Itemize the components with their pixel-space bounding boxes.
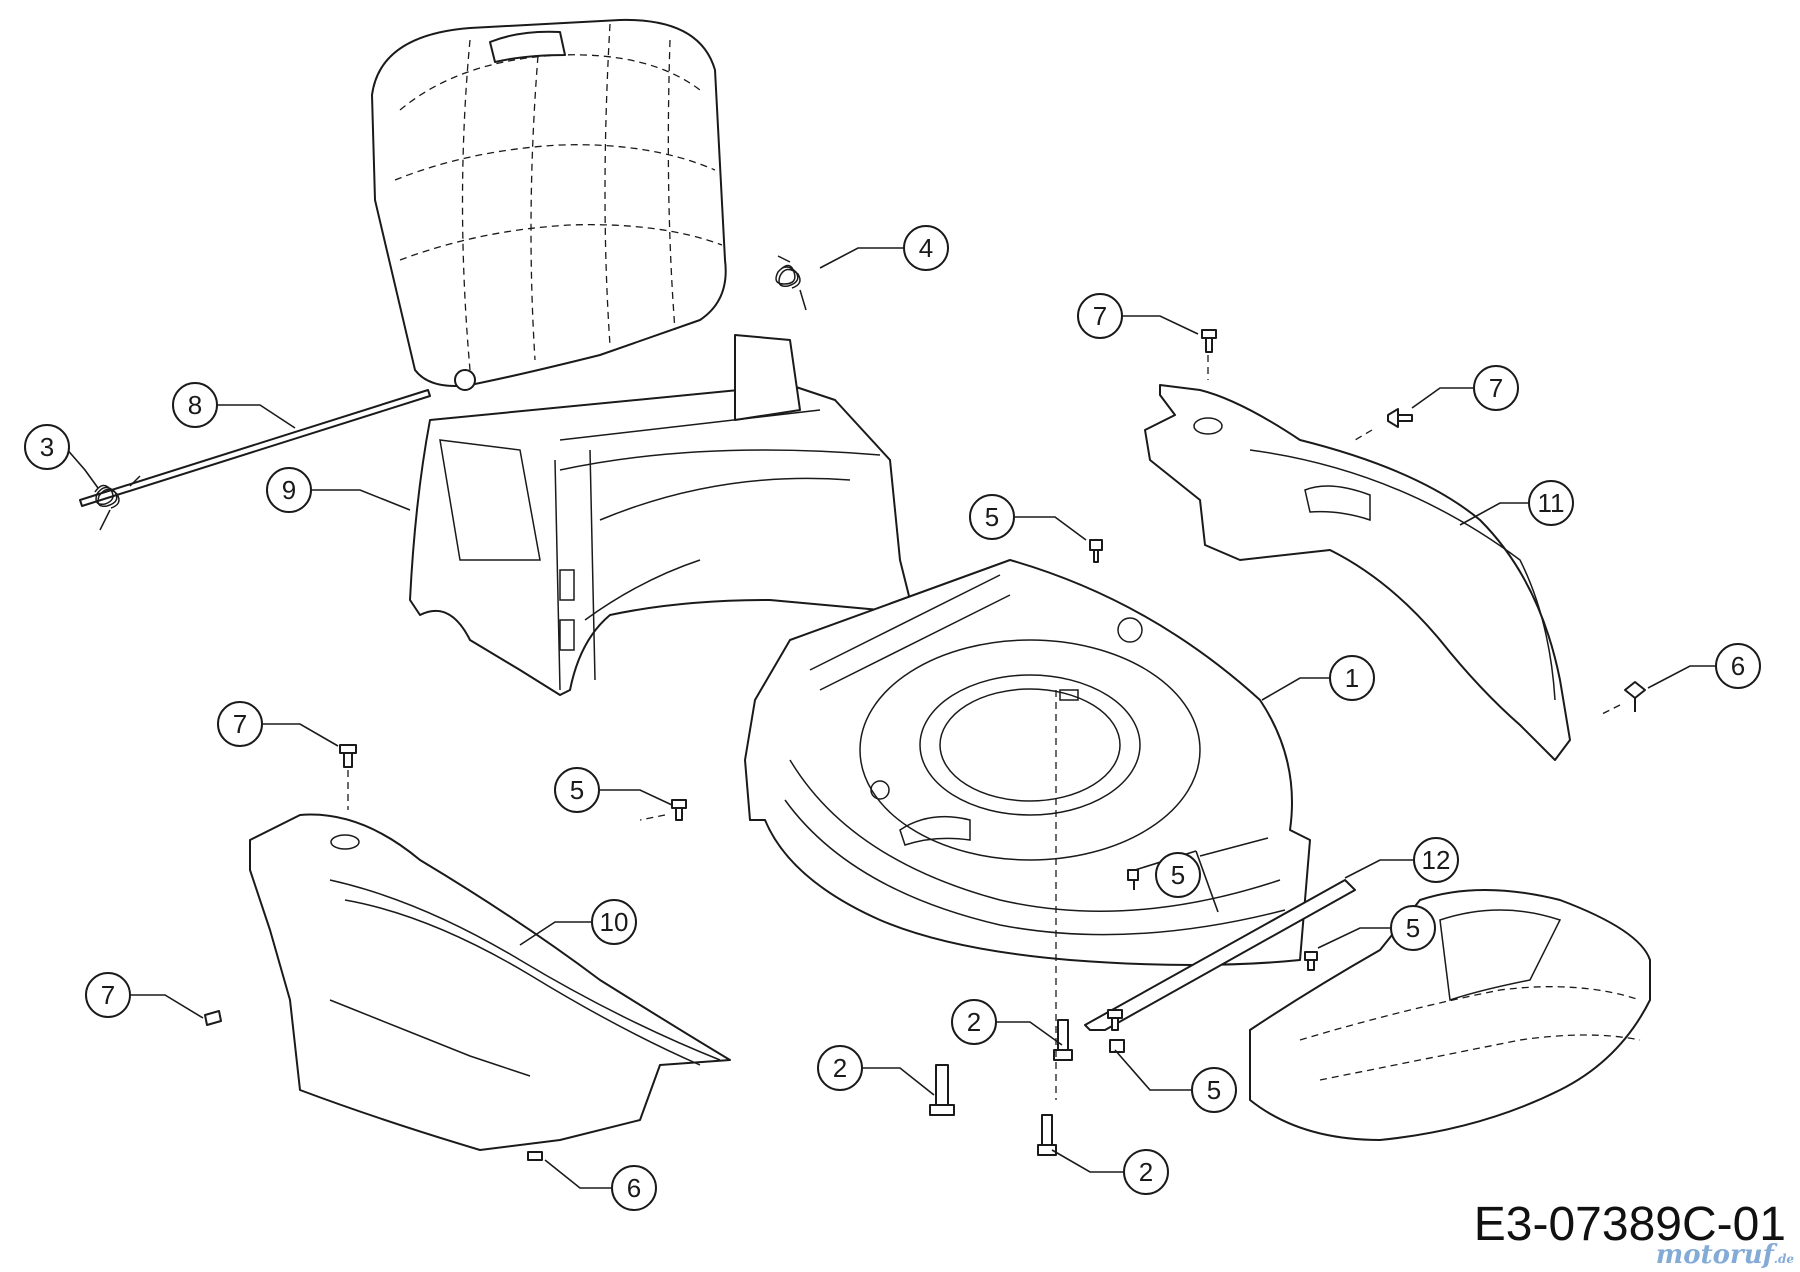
svg-text:7: 7 — [233, 709, 247, 739]
mower-deck — [744, 559, 1311, 966]
svg-text:11: 11 — [1538, 488, 1565, 518]
fasteners — [204, 329, 1646, 1161]
svg-text:12: 12 — [1422, 845, 1451, 875]
svg-text:2: 2 — [833, 1053, 847, 1083]
callout-5c: 5 — [1134, 837, 1269, 913]
callout-2b: 2 — [817, 1045, 935, 1096]
callout-6b: 6 — [544, 1159, 657, 1211]
callout-7b: 7 — [1411, 365, 1519, 411]
torsion-spring-right — [775, 255, 807, 311]
side-cover-right — [1144, 384, 1571, 761]
svg-text:4: 4 — [919, 233, 933, 263]
svg-text:6: 6 — [1731, 651, 1745, 681]
callout-10: 10 — [519, 899, 637, 946]
grass-catcher-bag — [371, 18, 727, 391]
svg-text:7: 7 — [101, 980, 115, 1010]
svg-text:5: 5 — [1406, 913, 1420, 943]
svg-text:5: 5 — [1207, 1075, 1221, 1105]
callout-7a: 7 — [1077, 293, 1199, 339]
svg-text:2: 2 — [1139, 1157, 1153, 1187]
callout-11: 11 — [1459, 480, 1574, 526]
callout-6a: 6 — [1647, 643, 1761, 689]
callout-2a: 2 — [951, 999, 1063, 1046]
drawing-code: E3-07389C-01 — [1473, 1198, 1786, 1251]
svg-text:6: 6 — [627, 1173, 641, 1203]
svg-text:3: 3 — [40, 432, 54, 462]
callout-2c: 2 — [1051, 1149, 1169, 1195]
callout-1: 1 — [1261, 655, 1375, 701]
rear-chute-housing — [409, 334, 911, 696]
watermark-logo: motoruf.de — [1655, 1240, 1794, 1270]
callout-3: 3 — [24, 424, 99, 489]
svg-text:5: 5 — [985, 502, 999, 532]
callout-7c: 7 — [217, 701, 339, 747]
svg-text:5: 5 — [1171, 860, 1185, 890]
svg-text:5: 5 — [570, 775, 584, 805]
svg-text:9: 9 — [282, 475, 296, 505]
torsion-spring-left — [94, 475, 141, 531]
svg-text:10: 10 — [600, 907, 629, 937]
callout-5a: 5 — [969, 494, 1087, 541]
svg-text:7: 7 — [1489, 373, 1503, 403]
callout-5d: 5 — [1317, 905, 1436, 951]
callout-5e: 5 — [1114, 1049, 1237, 1113]
callout-5b: 5 — [554, 767, 673, 813]
rear-flap — [1249, 889, 1651, 1141]
svg-text:7: 7 — [1093, 301, 1107, 331]
callout-12: 12 — [1344, 837, 1459, 883]
svg-text:1: 1 — [1345, 663, 1359, 693]
side-cover-left — [249, 813, 731, 1151]
rear-bracket-bar — [1084, 879, 1356, 1031]
svg-text:2: 2 — [967, 1007, 981, 1037]
callout-8: 8 — [172, 382, 296, 429]
callout-9: 9 — [266, 467, 411, 513]
hinge-rod — [79, 389, 431, 507]
callout-7d: 7 — [85, 972, 204, 1019]
callout-4: 4 — [819, 225, 949, 271]
svg-text:8: 8 — [188, 390, 202, 420]
